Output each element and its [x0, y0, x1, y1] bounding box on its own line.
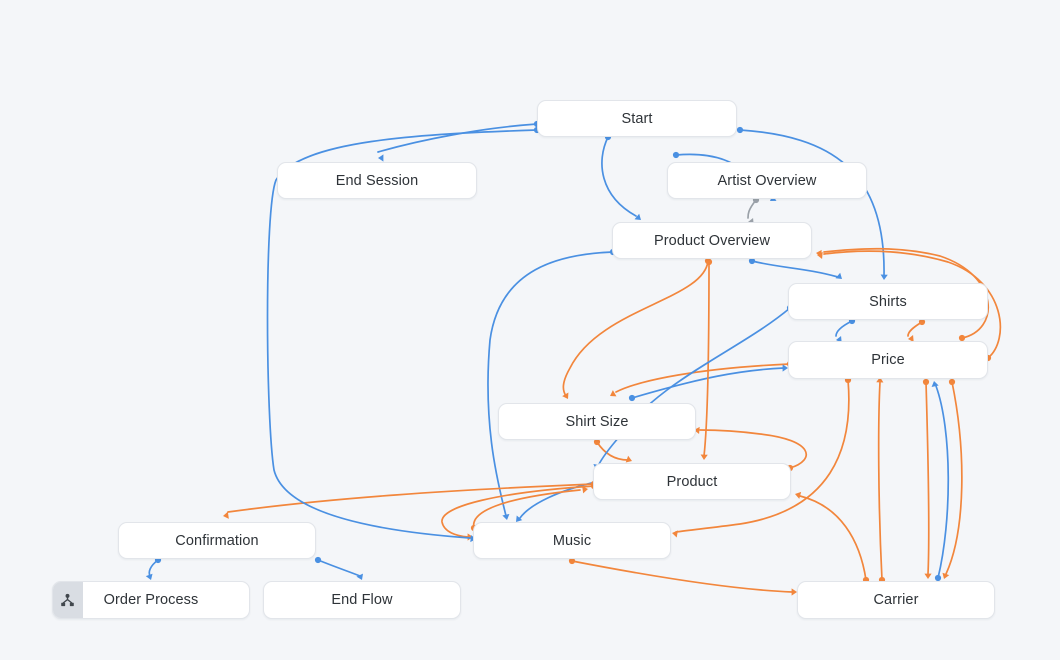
- node-label: Price: [871, 352, 905, 368]
- edge-price-to-carrier[interactable]: [922, 378, 932, 579]
- edge-product-to-music[interactable]: [513, 478, 600, 524]
- edge-arrowhead: [942, 572, 950, 579]
- edge-music-to-carrier[interactable]: [568, 557, 797, 596]
- edge-path: [835, 320, 853, 337]
- node-label: Carrier: [873, 592, 919, 608]
- edge-source-dot: [672, 151, 680, 159]
- edge-path: [562, 260, 709, 397]
- edge-path: [227, 483, 595, 513]
- edge-shirts-to-price[interactable]: [835, 317, 856, 344]
- edge-path: [148, 559, 159, 577]
- edge-path: [799, 495, 867, 581]
- hierarchy-icon: [61, 593, 74, 606]
- edge-confirmation-to-order_process[interactable]: [145, 556, 162, 581]
- edge-price-to-music[interactable]: [671, 376, 852, 538]
- edge-path: [377, 123, 538, 153]
- edge-arrowhead: [795, 491, 802, 499]
- node-label: Start: [621, 110, 653, 127]
- node-artist_overview[interactable]: Artist Overview: [667, 162, 867, 199]
- edge-arrowhead: [817, 251, 823, 260]
- edge-price-to-carrier[interactable]: [941, 378, 963, 580]
- node-music[interactable]: Music: [473, 522, 671, 559]
- edge-path: [317, 559, 361, 577]
- edge-path: [751, 260, 839, 278]
- node-label: Music: [552, 532, 592, 549]
- node-end_flow[interactable]: End Flow: [263, 581, 461, 619]
- node-label: Confirmation: [175, 532, 259, 549]
- edge-path: [877, 381, 883, 581]
- node-price[interactable]: Price: [788, 341, 988, 379]
- node-label: Shirt Size: [565, 413, 629, 430]
- edge-start-to-product_overview[interactable]: [601, 133, 643, 223]
- edge-carrier-to-product[interactable]: [794, 491, 870, 584]
- edge-source-dot: [922, 378, 930, 386]
- edge-arrowhead: [700, 454, 708, 460]
- edge-path: [675, 379, 850, 533]
- edge-arrowhead: [880, 274, 888, 280]
- edge-source-dot: [314, 556, 322, 564]
- edge-path: [703, 261, 710, 457]
- node-badge-hierarchy-icon: [53, 582, 83, 618]
- edge-path: [615, 363, 791, 393]
- node-label: End Flow: [331, 592, 393, 608]
- edge-arrowhead: [562, 392, 569, 399]
- edge-arrowhead: [835, 272, 842, 279]
- edge-arrowhead: [931, 381, 939, 388]
- node-order_process[interactable]: Order Process: [52, 581, 250, 619]
- node-shirts[interactable]: Shirts: [788, 283, 988, 320]
- edge-path: [597, 307, 791, 467]
- edge-product_overview-to-shirts[interactable]: [748, 257, 844, 282]
- node-carrier[interactable]: Carrier: [797, 581, 995, 619]
- edge-arrowhead: [223, 511, 229, 519]
- edge-source-dot: [705, 258, 713, 266]
- edge-product_overview-to-product[interactable]: [700, 258, 713, 460]
- node-confirmation[interactable]: Confirmation: [118, 522, 316, 559]
- edge-carrier-to-price[interactable]: [930, 380, 950, 582]
- edge-path: [571, 560, 793, 593]
- node-product[interactable]: Product: [593, 463, 791, 500]
- edge-arrowhead: [672, 530, 678, 538]
- edge-price-to-shirt_size[interactable]: [608, 360, 794, 399]
- edge-source-dot: [736, 126, 744, 134]
- edge-path: [747, 199, 757, 219]
- edge-path: [935, 385, 950, 579]
- node-label: Shirts: [869, 293, 907, 310]
- edge-path: [631, 367, 785, 399]
- edge-path: [519, 481, 597, 519]
- edge-arrowhead: [582, 486, 588, 494]
- edge-arrowhead: [502, 513, 510, 520]
- edge-start-to-end_session[interactable]: [377, 120, 541, 162]
- edge-carrier-to-price[interactable]: [876, 377, 886, 584]
- edge-path: [945, 381, 963, 575]
- node-end_session[interactable]: End Session: [277, 162, 477, 199]
- edge-arrowhead: [610, 390, 617, 397]
- edge-shirt_size-to-price[interactable]: [628, 364, 788, 402]
- edge-path: [596, 441, 629, 461]
- node-shirt_size[interactable]: Shirt Size: [498, 403, 696, 440]
- edge-shirt_size-to-product[interactable]: [593, 438, 633, 464]
- node-start[interactable]: Start: [537, 100, 737, 137]
- edge-arrowhead: [924, 573, 932, 579]
- node-label: Product: [666, 473, 718, 490]
- node-label: End Session: [335, 172, 419, 189]
- edge-confirmation-to-end_flow[interactable]: [314, 556, 365, 582]
- edge-arrowhead: [378, 154, 384, 162]
- node-product_overview[interactable]: Product Overview: [612, 222, 812, 259]
- edge-path: [925, 381, 930, 575]
- edge-source-dot: [628, 394, 636, 402]
- edge-path: [601, 136, 637, 217]
- edge-arrowhead: [816, 249, 822, 258]
- node-label: Order Process: [103, 592, 199, 608]
- edge-path: [907, 321, 923, 337]
- edge-product_overview-to-shirt_size[interactable]: [562, 257, 712, 401]
- node-label: Artist Overview: [717, 172, 817, 189]
- node-label: Product Overview: [653, 232, 771, 249]
- edge-shirts-to-product[interactable]: [592, 304, 794, 471]
- edge-shirts-to-price[interactable]: [907, 318, 926, 343]
- edge-source-dot: [948, 378, 956, 386]
- edge-product-to-confirmation[interactable]: [222, 480, 598, 520]
